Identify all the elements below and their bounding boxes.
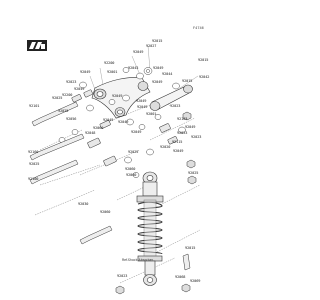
sleeve-part xyxy=(167,136,178,145)
bolt xyxy=(182,253,191,271)
part-number-label: 92015 xyxy=(152,39,163,43)
part-number-label: 92048 xyxy=(85,131,96,135)
part-number-label: 92049 xyxy=(103,118,114,122)
part-number-label: 92160 xyxy=(28,150,39,154)
part-number-label: 92101 xyxy=(29,104,40,108)
part-number-label: 92020 xyxy=(160,145,171,149)
part-number-label: 92068 xyxy=(175,275,186,279)
part-number-label: 92049 xyxy=(131,130,142,134)
part-number-label: 92023 xyxy=(170,104,181,108)
part-number-label: 92025 xyxy=(58,109,69,113)
sleeve-part xyxy=(103,155,117,167)
part-number-label: 92049 xyxy=(173,149,184,153)
bolt xyxy=(29,159,79,185)
part-number-label: 92023 xyxy=(191,135,202,139)
part-number-label: 92049 xyxy=(74,87,85,91)
part-number-label: 92100 xyxy=(28,177,39,181)
rocker-arm xyxy=(91,77,151,119)
part-number-label: 92015 xyxy=(185,246,196,250)
kawasaki-logo xyxy=(27,40,47,51)
part-number-label: 92060 xyxy=(93,126,104,130)
bolt xyxy=(29,133,85,161)
part-number-label: 92044 xyxy=(162,72,173,76)
figure-code: F4746 xyxy=(193,26,204,30)
bolt xyxy=(31,101,79,127)
sleeve-part xyxy=(87,137,101,149)
part-number-label: 92025 xyxy=(29,162,40,166)
sleeve-part xyxy=(99,120,111,129)
part-number-label: 92001 xyxy=(146,112,157,116)
nut xyxy=(186,159,196,169)
part-number-label: 92049 xyxy=(112,94,123,98)
part-number-label: 92060 xyxy=(100,210,111,214)
part-number-label: 92060 xyxy=(126,173,137,177)
part-number-label: 92023 xyxy=(177,131,188,135)
part-number-label: 92025 xyxy=(52,96,63,100)
part-number-label: 92015 xyxy=(198,58,209,62)
part-number-label: 92049 xyxy=(133,50,144,54)
part-number-label: 92027 xyxy=(146,44,157,48)
part-number-label: 92200 xyxy=(62,93,73,97)
sleeve-part xyxy=(71,94,82,103)
part-number-label: 92049 xyxy=(152,80,163,84)
part-number-label: 92030 xyxy=(78,202,89,206)
shock-absorber xyxy=(136,171,164,286)
sleeve-part xyxy=(83,89,93,98)
part-number-label: 92049 xyxy=(153,66,164,70)
part-number-label: 92043 xyxy=(128,66,139,70)
nut xyxy=(181,283,191,293)
part-number-label: 92015 xyxy=(182,79,193,83)
part-number-label: 92200 xyxy=(104,61,115,65)
part-number-label: 92023 xyxy=(66,80,77,84)
part-number-label: 92049 xyxy=(185,125,196,129)
part-number-label: 92060 xyxy=(125,167,136,171)
nut xyxy=(115,285,125,295)
part-number-label: 92115 xyxy=(172,140,183,144)
nut xyxy=(182,111,192,121)
part-number-label: 92069 xyxy=(190,279,201,283)
exploded-diagram xyxy=(27,40,201,295)
part-number-label: 92049 xyxy=(80,70,91,74)
part-number-label: 92049 xyxy=(136,99,147,103)
part-number-label: 92049 xyxy=(137,105,148,109)
part-number-label: 92103 xyxy=(177,117,188,121)
nut xyxy=(187,175,197,185)
shock-absorber-note: Ref.Shock Absorber xyxy=(122,258,153,262)
bolt xyxy=(79,225,113,245)
part-number-label: 92042 xyxy=(199,75,210,79)
part-number-label: 92056 xyxy=(66,117,77,121)
part-number-label: 92025 xyxy=(188,171,199,175)
part-number-label: 92023 xyxy=(117,274,128,278)
tie-rod xyxy=(149,84,193,111)
part-number-label: 92025 xyxy=(128,150,139,154)
part-number-label: 92049 xyxy=(118,120,129,124)
part-number-label: 92001 xyxy=(107,70,118,74)
sleeve-part xyxy=(159,123,171,133)
